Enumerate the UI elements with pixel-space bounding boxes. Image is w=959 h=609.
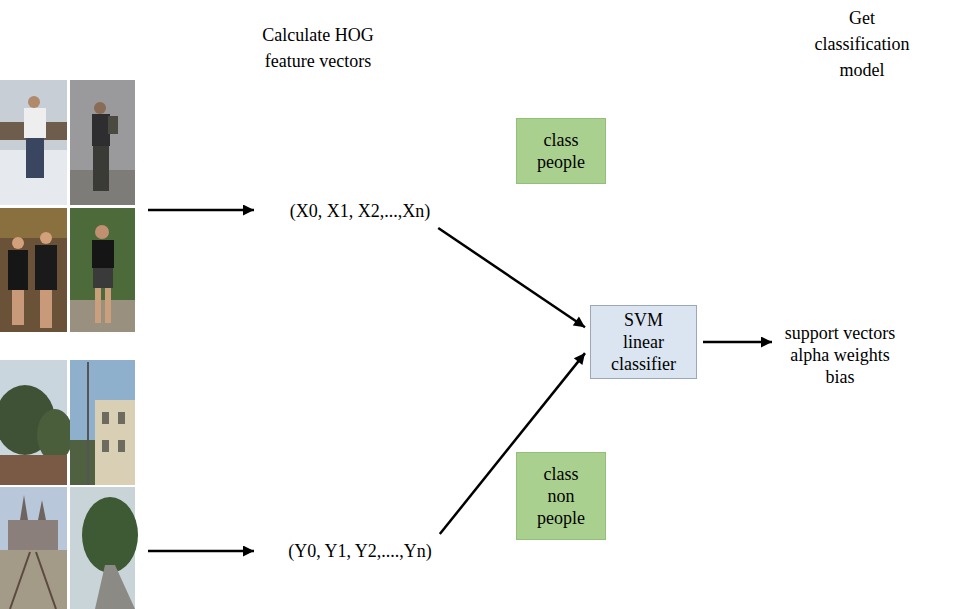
person-legs (40, 290, 52, 328)
sky (0, 487, 67, 609)
people-photo (70, 80, 135, 205)
rail (10, 552, 30, 609)
feature-vector: (Y0, Y1, Y2,....,Yn) (284, 538, 436, 564)
background (0, 208, 67, 238)
pole (87, 362, 89, 485)
ground (0, 455, 67, 485)
arrow (148, 209, 254, 212)
person-legs (93, 146, 109, 191)
person-head (28, 96, 40, 108)
people-photo (0, 80, 67, 205)
background-photo (70, 487, 138, 609)
photo-ground (70, 80, 135, 205)
feature-vector: (X0, X1, X2,...,Xn) (286, 198, 434, 224)
arrow-connector (703, 341, 772, 344)
person-head (12, 237, 24, 249)
class-box: class people (516, 118, 606, 184)
window (118, 440, 125, 452)
photo-ground (70, 208, 135, 332)
arrow-connector (438, 228, 585, 327)
sky (70, 360, 135, 485)
header-label: Calculate HOG feature vectors (238, 22, 398, 74)
person-body (92, 240, 114, 268)
person-head (95, 225, 109, 239)
people-photo (0, 208, 67, 332)
header-label: Get classification model (807, 5, 917, 83)
background-photo (70, 360, 135, 485)
class-box: class non people (516, 452, 606, 540)
road (95, 565, 135, 609)
rail (36, 552, 56, 609)
person-head (40, 232, 52, 244)
background-photo (0, 360, 73, 485)
person-head (94, 102, 106, 114)
window (102, 440, 109, 452)
node-text: support vectors alpha weights bias (778, 322, 902, 388)
arrow (148, 550, 254, 553)
person-dress (35, 245, 57, 290)
spire (38, 500, 46, 520)
background-photo (0, 487, 67, 609)
person-shorts (93, 268, 113, 288)
window (118, 412, 125, 424)
building (95, 400, 135, 485)
cathedral (8, 520, 58, 550)
people-photo (70, 208, 135, 332)
node-text: (X0, X1, X2,...,Xn) (290, 200, 430, 222)
output-text: support vectors alpha weights bias (778, 320, 902, 390)
photo-ground (0, 80, 67, 205)
node-text: SVM linear classifier (603, 309, 684, 375)
classifier-box: SVM linear classifier (590, 305, 697, 379)
person-legs (26, 138, 44, 178)
backpack (108, 116, 118, 134)
person-leg (105, 288, 111, 323)
path (70, 300, 135, 332)
person-body (92, 114, 110, 146)
person-dress (8, 250, 28, 290)
spire (20, 495, 28, 520)
tree (70, 440, 95, 485)
person-leg (95, 288, 101, 323)
node-text: (Y0, Y1, Y2,....,Yn) (288, 540, 432, 562)
window (102, 412, 109, 424)
node-text: class people (531, 129, 591, 173)
tree (37, 409, 73, 461)
photo-ground (0, 208, 67, 332)
tree (82, 497, 138, 573)
ground (0, 550, 67, 609)
node-text: class non people (531, 463, 591, 529)
person-jacket (24, 108, 46, 138)
person-legs (12, 290, 24, 325)
